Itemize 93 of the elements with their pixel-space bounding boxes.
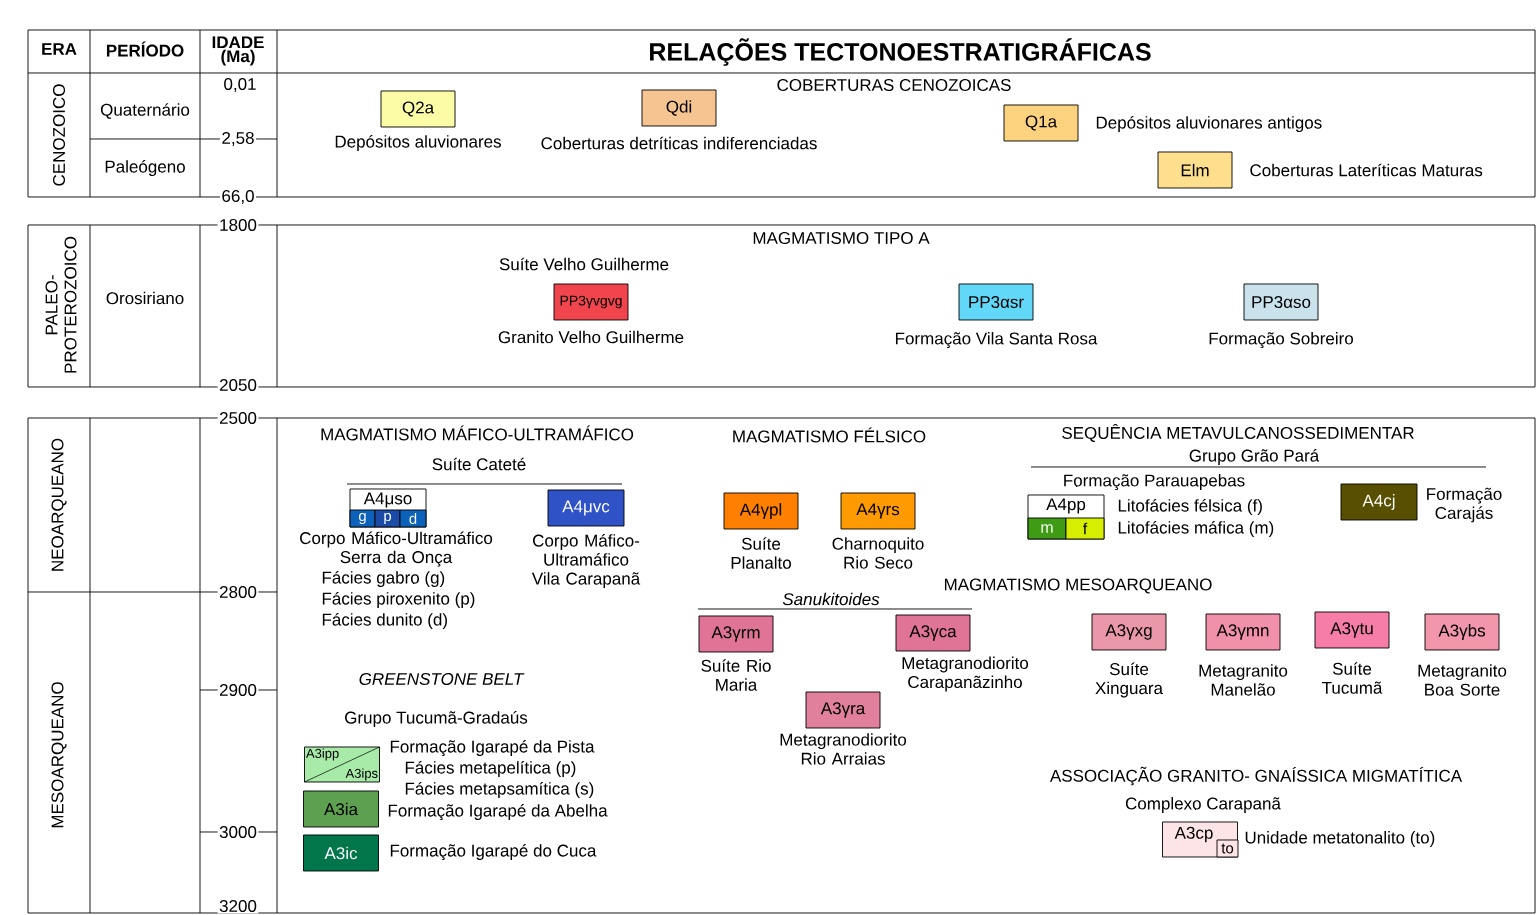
- unit-box: A3γtu: [1314, 611, 1390, 649]
- age-label: 1800: [217, 217, 259, 233]
- age-label: 2,58: [219, 130, 257, 148]
- unit-description: Formação Igarapé do Cuca: [390, 843, 597, 861]
- unit-box: PP3αso: [1243, 283, 1319, 321]
- column-header: PERÍODO: [106, 41, 184, 57]
- unit-description: Litofácies félsica (f): [1118, 499, 1262, 515]
- unit-description: Formação Sobreiro: [1209, 332, 1353, 348]
- unit-description: Formação Carajás: [1427, 487, 1502, 523]
- sub-unit-cell: g: [349, 509, 376, 528]
- group-heading: Grupo Tucumã-Gradaús: [345, 711, 528, 727]
- age-label: 0,01: [224, 77, 256, 93]
- unit-description: Fácies metapsamítica (s): [405, 782, 594, 798]
- unit-box: Elm: [1157, 151, 1233, 189]
- period-label: Paleógeno: [105, 160, 185, 176]
- sub-unit-cell: to: [1216, 839, 1239, 858]
- unit-description: Suíte Xinguara: [1095, 662, 1163, 698]
- unit-box: A4μvc: [547, 489, 625, 527]
- unit-box: Qdi: [641, 89, 717, 127]
- sub-unit-cell: p: [374, 509, 401, 528]
- unit-description: Fácies metapelítica (p): [405, 761, 576, 777]
- group-heading: SEQUÊNCIA METAVULCANOSSEDIMENTAR: [1062, 423, 1414, 443]
- unit-description: Coberturas Lateríticas Maturas: [1250, 163, 1483, 177]
- age-label: 2050: [217, 377, 259, 393]
- group-heading: Formação Parauapebas: [1064, 474, 1245, 490]
- age-label: 3200: [217, 898, 259, 914]
- unit-box: A3γxg: [1091, 613, 1167, 651]
- column-header: IDADE (Ma): [212, 36, 264, 66]
- unit-description: Corpo Máfico-Ultramáfico Serra da Onça: [300, 531, 493, 567]
- unit-box: Q2a: [380, 90, 456, 128]
- unit-description: Suíte Velho Guilherme: [499, 257, 669, 271]
- unit-description: Fácies gabro (g): [322, 571, 445, 587]
- unit-description: Depósitos aluvionares antigos: [1096, 116, 1322, 132]
- group-heading: Grupo Grão Pará: [1189, 449, 1320, 465]
- unit-box: A3γrm: [698, 615, 774, 653]
- era-label: MESOARQUEANO: [51, 682, 67, 828]
- unit-description: Coberturas detríticas indiferenciadas: [541, 136, 817, 150]
- unit-description: Fácies dunito (d): [322, 613, 447, 629]
- unit-box: A4γrs: [840, 492, 916, 530]
- unit-description: Metagranito Manelão: [1199, 664, 1288, 696]
- group-heading: MAGMATISMO MESOARQUEANO: [944, 578, 1212, 594]
- group-heading: COBERTURAS CENOZOICAS: [777, 79, 1011, 91]
- group-heading: GREENSTONE BELT: [359, 673, 525, 685]
- unit-description: Suíte Planalto: [731, 537, 791, 569]
- unit-box: A3ia: [303, 790, 379, 828]
- era-label: PALEO- PROTEROZOICO: [45, 236, 77, 373]
- unit-description: Suíte Tucumã: [1322, 662, 1383, 694]
- unit-description: Corpo Máfico- Ultramáfico Vila Carapanã: [531, 534, 641, 588]
- group-heading: Complexo Carapanã: [1125, 797, 1281, 813]
- unit-box: A4γpl: [723, 492, 799, 530]
- period-label: Quaternário: [100, 103, 190, 119]
- unit-description: Formação Igarapé da Pista: [390, 739, 595, 757]
- unit-description: Litofácies máfica (m): [1118, 521, 1274, 537]
- unit-box: A3γmn: [1205, 613, 1281, 651]
- unit-box: A3ipp A3ips: [304, 746, 380, 783]
- unit-box: A3ic: [303, 834, 379, 872]
- column-header: ERA: [42, 43, 77, 55]
- unit-description: Depósitos aluvionares: [335, 135, 501, 151]
- unit-description: Fácies piroxenito (p): [322, 592, 475, 608]
- sub-unit-cell: m: [1027, 517, 1067, 540]
- unit-box: A3γbs: [1424, 613, 1500, 651]
- chart-title: RELAÇÕES TECTONOESTRATIGRÁFICAS: [650, 38, 1151, 66]
- group-heading: MAGMATISMO MÁFICO-ULTRAMÁFICO: [321, 425, 634, 441]
- sub-unit-cell: f: [1065, 517, 1105, 540]
- era-label: NEOARQUEANO: [51, 438, 67, 571]
- unit-box: A3γca: [895, 614, 971, 652]
- group-heading: ASSOCIAÇÃO GRANITO- GNAÍSSICA MIGMATÍTICA: [1049, 766, 1463, 786]
- unit-box: A4cj: [1340, 483, 1418, 521]
- unit-box: PP3γvgvg: [553, 283, 629, 321]
- period-label: Orosiriano: [106, 291, 184, 305]
- unit-description: Formação Igarapé da Abelha: [388, 803, 608, 821]
- unit-description: Granito Velho Guilherme: [498, 330, 684, 344]
- age-label: 2800: [217, 584, 259, 600]
- group-heading: MAGMATISMO FÉLSICO: [733, 427, 926, 443]
- unit-box: A3γra: [805, 691, 881, 729]
- unit-description: Formação Vila Santa Rosa: [896, 332, 1098, 348]
- unit-description: Unidade metatonalito (to): [1245, 831, 1435, 847]
- unit-box: Q1a: [1003, 104, 1079, 142]
- age-label: 2500: [217, 410, 259, 426]
- group-heading: Sanukitoides: [782, 592, 880, 606]
- group-heading: MAGMATISMO TIPO A: [753, 232, 930, 244]
- unit-description: Metagranito Boa Sorte: [1418, 664, 1507, 696]
- unit-description: Charnoquito Rio Seco: [832, 537, 924, 569]
- group-heading: Suíte Cateté: [432, 457, 526, 471]
- unit-description: Suíte Rio Maria: [701, 659, 771, 691]
- age-label: 3000: [217, 824, 259, 840]
- age-label: 66,0: [219, 188, 257, 206]
- unit-description: Metagranodiorito Rio Arraias: [780, 733, 907, 765]
- unit-box: PP3αsr: [958, 283, 1034, 321]
- sub-unit-cell: d: [399, 509, 427, 528]
- age-label: 2900: [217, 682, 259, 698]
- unit-description: Metagranodiorito Carapanãzinho: [902, 656, 1029, 692]
- era-label: CENOZOICO: [53, 84, 66, 186]
